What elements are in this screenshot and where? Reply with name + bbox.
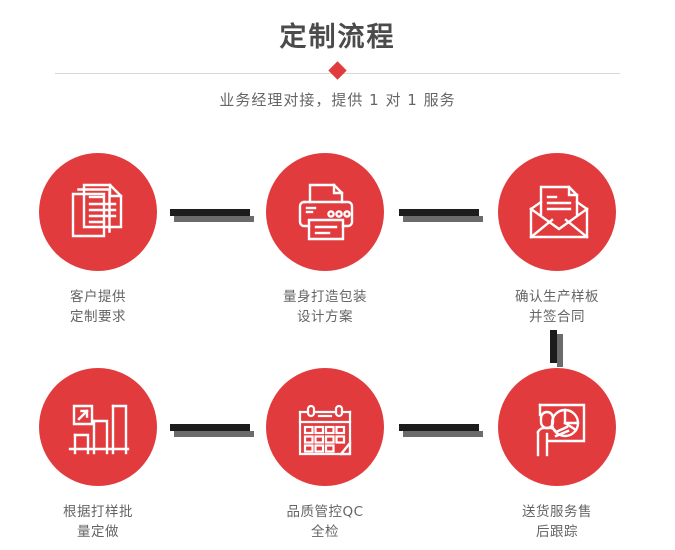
flow-step-6-caption: 送货服务售 后跟踪 <box>522 504 592 540</box>
flow-step-1[interactable]: 客户提供 定制要求 <box>8 153 188 327</box>
flow-diagram: 客户提供 定制要求 <box>0 140 675 550</box>
documents-stack-icon <box>64 178 132 246</box>
flow-step-3[interactable]: 确认生产样板 并签合同 <box>467 153 647 327</box>
flow-step-2[interactable]: 量身打造包装 设计方案 <box>235 153 415 327</box>
flow-step-5-caption: 品质管控QC 全检 <box>286 504 364 540</box>
flow-step-1-caption: 客户提供 定制要求 <box>70 289 126 325</box>
presentation-person-icon <box>523 393 591 461</box>
connector-step4-step5 <box>170 424 254 437</box>
page-title: 定制流程 <box>279 22 396 53</box>
red-diamond-icon <box>328 61 347 80</box>
flow-step-3-caption: 确认生产样板 并签合同 <box>515 289 599 325</box>
envelope-letter-icon <box>523 178 591 246</box>
printer-icon <box>291 178 359 246</box>
connector-step2-step3 <box>399 209 483 222</box>
connector-step3-step6 <box>550 330 563 367</box>
header: 定制流程 业务经理对接，提供 1 对 1 服务 <box>0 0 675 140</box>
flow-step-2-caption: 量身打造包装 设计方案 <box>283 289 367 325</box>
bar-chart-growth-icon <box>64 393 132 461</box>
step-4-icon-circle[interactable] <box>39 368 157 486</box>
connector-step1-step2 <box>170 209 254 222</box>
flow-step-4[interactable]: 根据打样批 量定做 <box>8 368 188 542</box>
flow-step-4-caption: 根据打样批 量定做 <box>63 504 133 540</box>
flow-step-6[interactable]: 送货服务售 后跟踪 <box>467 368 647 542</box>
step-2-icon-circle[interactable] <box>266 153 384 271</box>
step-5-icon-circle[interactable] <box>266 368 384 486</box>
connector-step5-step6 <box>399 424 483 437</box>
step-1-icon-circle[interactable] <box>39 153 157 271</box>
step-6-icon-circle[interactable] <box>498 368 616 486</box>
step-3-icon-circle[interactable] <box>498 153 616 271</box>
calendar-icon <box>291 393 359 461</box>
subtitle: 业务经理对接，提供 1 对 1 服务 <box>219 91 456 109</box>
flow-step-5[interactable]: 品质管控QC 全检 <box>235 368 415 542</box>
